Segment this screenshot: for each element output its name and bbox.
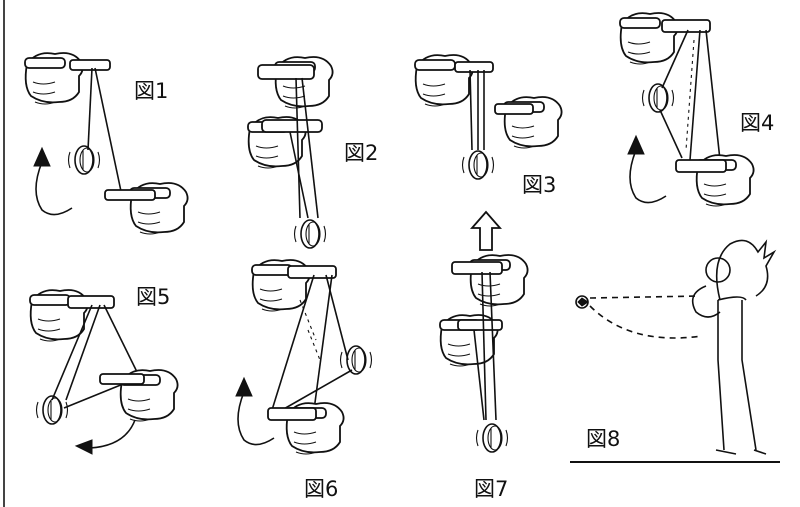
figure-2: 図2 bbox=[247, 56, 378, 249]
curved-arrow-icon bbox=[33, 147, 73, 216]
figure-3: 図3 bbox=[414, 54, 563, 197]
figure-8: 図8 bbox=[570, 239, 780, 463]
figure-label: 図8 bbox=[586, 427, 620, 451]
figure-1: 図1 bbox=[24, 52, 189, 235]
curved-arrow-icon bbox=[627, 135, 667, 204]
figure-7: 図7 bbox=[439, 210, 529, 501]
yoyo-icon bbox=[35, 395, 69, 425]
figure-label: 図2 bbox=[344, 141, 378, 165]
figure-5: 図5 bbox=[29, 285, 179, 455]
figure-label: 図7 bbox=[474, 477, 508, 501]
yoyo-icon bbox=[67, 145, 101, 175]
figure-label: 図4 bbox=[740, 111, 774, 135]
yoyo-icon bbox=[461, 150, 495, 180]
figure-label: 図5 bbox=[136, 285, 170, 309]
figure-label: 図1 bbox=[134, 79, 168, 103]
figure-4: 図4 bbox=[619, 12, 774, 207]
figure-label: 図3 bbox=[522, 173, 556, 197]
yoyo-icon bbox=[641, 83, 675, 113]
person-icon bbox=[691, 239, 777, 455]
figure-6: 図6 bbox=[235, 259, 373, 501]
yoyo-icon bbox=[575, 295, 589, 309]
figure-label: 図6 bbox=[304, 477, 338, 501]
yoyo-icon bbox=[475, 423, 509, 453]
yoyo-icon bbox=[293, 219, 327, 249]
up-arrow-icon bbox=[470, 210, 502, 251]
